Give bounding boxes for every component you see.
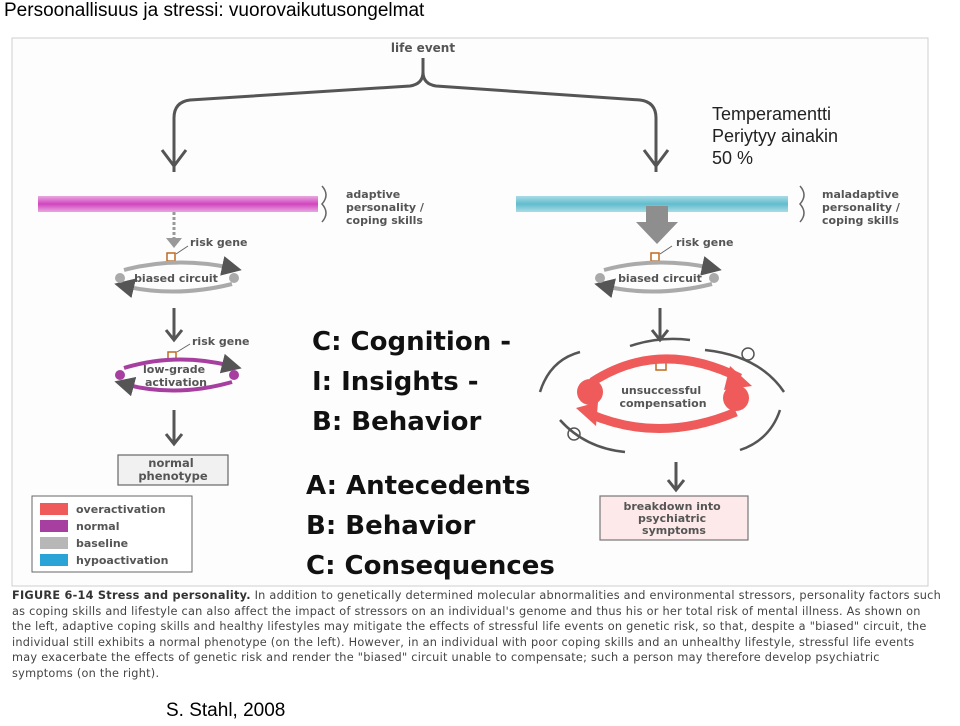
legend-label-baseline: baseline (76, 537, 128, 550)
normal-phenotype-label: normal phenotype (138, 456, 208, 483)
legend-swatch-baseline (40, 537, 68, 549)
left-dotted-arrowhead (166, 238, 182, 248)
life-event-label: life event (391, 41, 455, 55)
cib-line-3: B: Behavior (312, 407, 482, 437)
maladaptive-brace (798, 185, 805, 223)
right-big-arrow (636, 206, 678, 244)
svg-text:overactivation normal: overactivation normal baseline hypoactiv… (76, 503, 169, 567)
maladaptive-personality-bar (516, 196, 788, 212)
abc-line-2: B: Behavior (306, 511, 476, 541)
adaptive-label: adaptive personality / coping skills (346, 188, 428, 227)
legend-label-overactivation: overactivation (76, 503, 166, 516)
low-grade-activation-circuit: risk gene low-grade activation (114, 335, 250, 397)
cib-line-2: I: Insights - (312, 367, 479, 397)
left-biased-circuit: risk gene biased circuit (114, 236, 248, 298)
svg-text:risk gene: risk gene (190, 236, 248, 249)
breakdown-label: breakdown into psychiatric symptoms (623, 500, 724, 537)
maladaptive-label: maladaptive personality / coping skills (822, 188, 904, 227)
source-credit: S. Stahl, 2008 (166, 700, 286, 721)
normal-phenotype-box (117, 454, 229, 486)
right-biased-circuit: risk gene biased circuit (594, 236, 734, 298)
right-branch-line (421, 71, 658, 172)
legend-label-hypoactivation: hypoactivation (76, 554, 168, 567)
figure-frame (11, 37, 929, 587)
adaptive-personality-bar (38, 196, 318, 212)
abc-line-1: A: Antecedents (306, 471, 531, 501)
figure-caption-head: FIGURE 6-14 Stress and personality. (12, 589, 251, 602)
svg-text:biased circuit: biased circuit (134, 272, 218, 285)
abc-overlay: A: Antecedents B: Behavior C: Consequenc… (306, 466, 555, 586)
cib-overlay: C: Cognition - I: Insights - B: Behavior (312, 322, 511, 442)
slide-title: Persoonallisuus ja stressi: vuorovaikutu… (4, 0, 425, 21)
cib-line-1: C: Cognition - (312, 327, 512, 357)
svg-text:low-grade activation: low-grade activation (143, 363, 209, 389)
figure-caption-body: In addition to genetically determined mo… (12, 589, 942, 680)
svg-text:biased circuit: biased circuit (618, 272, 702, 285)
abc-line-3: C: Consequences (306, 551, 555, 581)
legend-label-normal: normal (76, 520, 119, 533)
legend-swatch-hypoactivation (40, 554, 68, 566)
temperament-annotation: Temperamentti Periytyy ainakin 50 % (712, 103, 838, 169)
temperament-line-1: Temperamentti (712, 104, 832, 124)
svg-text:risk gene: risk gene (676, 236, 734, 249)
temperament-line-3: 50 % (712, 148, 754, 168)
breakdown-box (599, 495, 749, 541)
legend-swatch-overactivation (40, 503, 68, 515)
right-branch-arrowhead (642, 149, 670, 169)
svg-text:unsuccessful compensatio: unsuccessful compensation (619, 384, 706, 410)
legend-swatch-normal (40, 520, 68, 532)
temperament-line-2: Periytyy ainakin (712, 126, 839, 146)
left-branch-arrowhead (160, 149, 188, 169)
unsuccessful-compensation-circuit: unsuccessful compensation (538, 337, 786, 454)
figure-caption: FIGURE 6-14 Stress and personality. In a… (12, 588, 942, 681)
activation-legend: overactivation normal baseline hypoactiv… (31, 495, 193, 573)
adaptive-brace (320, 185, 327, 223)
svg-text:risk gene: risk gene (192, 335, 250, 348)
